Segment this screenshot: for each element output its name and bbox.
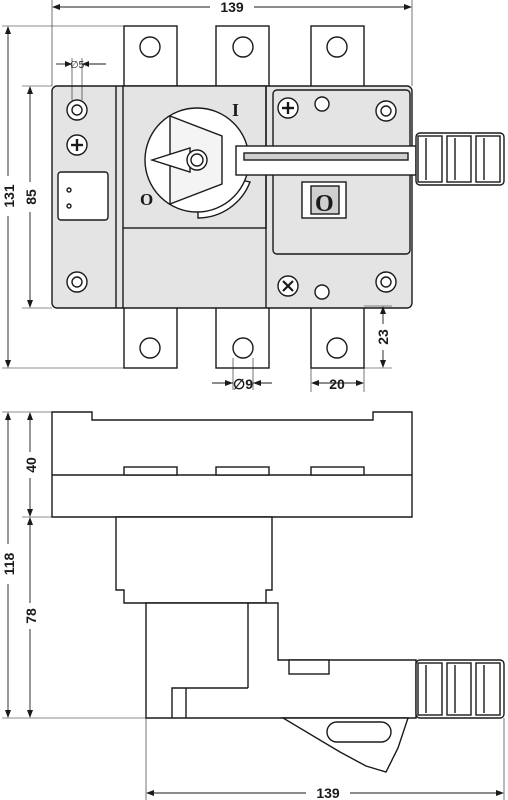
front-view: I O O bbox=[51, 25, 505, 369]
bottom-terminals bbox=[123, 305, 365, 369]
left-section bbox=[57, 86, 117, 308]
mount-hole-icon bbox=[66, 99, 88, 121]
dim-terminal-width: 20 bbox=[329, 376, 345, 392]
terminal-hole-icon bbox=[139, 337, 161, 359]
dim-terminal-hole: ∅9 bbox=[233, 376, 253, 392]
mount-hole-icon bbox=[375, 271, 397, 293]
dim-overall-height: 131 bbox=[1, 184, 17, 208]
terminal-hole-icon bbox=[232, 36, 254, 58]
off-position-label: O bbox=[140, 190, 153, 209]
dim-terminal-length: 23 bbox=[375, 329, 391, 345]
dim-top-width: 139 bbox=[220, 0, 244, 15]
dim-side-overall-height: 118 bbox=[1, 552, 17, 575]
dim-side-lower-height: 78 bbox=[23, 608, 39, 624]
dim-side-top-height: 40 bbox=[23, 457, 39, 473]
mount-hole-icon bbox=[66, 271, 88, 293]
terminal-hole-icon bbox=[326, 36, 348, 58]
front-dimensions: 139 131 85 ∅5 ∅9 bbox=[0, 0, 413, 392]
dim-bottom-width: 139 bbox=[316, 785, 340, 800]
handle-bar bbox=[235, 132, 505, 186]
aux-contact-block bbox=[57, 171, 109, 221]
dim-body-height: 85 bbox=[23, 189, 39, 205]
on-position-label: I bbox=[232, 100, 239, 120]
side-view bbox=[51, 411, 505, 773]
terminal-hole-icon bbox=[326, 337, 348, 359]
mount-hole-icon bbox=[375, 100, 397, 122]
terminal-hole-icon bbox=[232, 337, 254, 359]
side-dimensions: 40 118 78 139 bbox=[0, 411, 505, 800]
top-terminals bbox=[123, 25, 365, 89]
terminal-hole-icon bbox=[139, 36, 161, 58]
window-position-label: O bbox=[315, 191, 334, 217]
dim-small-hole: ∅5 bbox=[70, 60, 85, 71]
